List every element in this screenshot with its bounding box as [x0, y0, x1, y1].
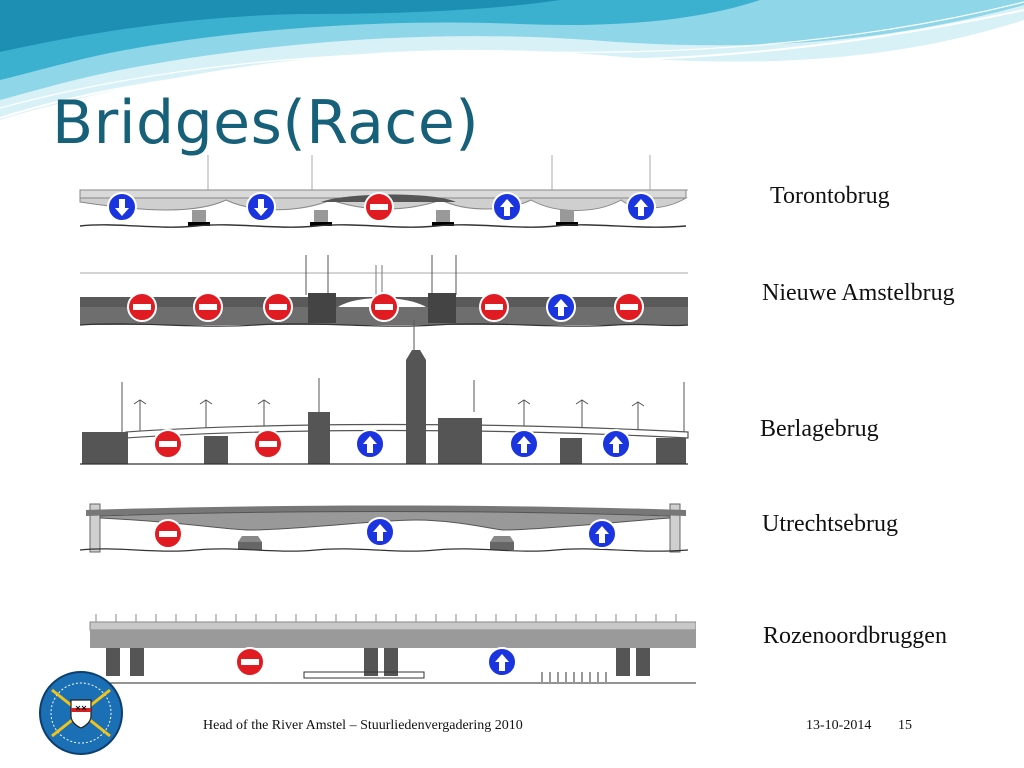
footer-page-number: 15: [898, 718, 912, 733]
sign-no-entry: [263, 292, 293, 322]
sign-down-arrow: [107, 192, 137, 222]
sign-no-entry: [479, 292, 509, 322]
sign-up-arrow: [601, 429, 631, 459]
sign-no-entry: [253, 429, 283, 459]
bridge-diagram-nieuwe-amstelbrug: [79, 255, 689, 327]
sign-up-arrow: [492, 192, 522, 222]
sign-no-entry: [193, 292, 223, 322]
sign-no-entry: [364, 192, 394, 222]
sign-up-arrow: [365, 517, 395, 547]
sign-down-arrow: [246, 192, 276, 222]
bridge-diagram-rozenoordbruggen: [89, 614, 696, 684]
bridge-diagram-berlagebrug: [80, 320, 689, 465]
sign-no-entry: [153, 429, 183, 459]
slide-title: Bridges(Race): [52, 88, 480, 158]
sign-up-arrow: [587, 519, 617, 549]
sign-no-entry: [369, 292, 399, 322]
bridge-label-utrechtsebrug: Utrechtsebrug: [762, 511, 898, 537]
sign-no-entry: [235, 647, 265, 677]
sign-up-arrow: [487, 647, 517, 677]
footer-date: 13-10-2014: [806, 718, 872, 733]
footer-center-text: Head of the River Amstel – Stuurliedenve…: [203, 718, 523, 733]
sign-no-entry: [153, 519, 183, 549]
club-crest-icon: [39, 671, 123, 755]
bridge-label-torontobrug: Torontobrug: [770, 183, 890, 209]
bridge-label-rozenoordbruggen: Rozenoordbruggen: [763, 623, 947, 649]
bridge-diagram-utrechtsebrug: [79, 503, 689, 553]
bridge-label-berlagebrug: Berlagebrug: [760, 416, 879, 442]
sign-up-arrow: [509, 429, 539, 459]
sign-no-entry: [614, 292, 644, 322]
sign-up-arrow: [355, 429, 385, 459]
sign-no-entry: [127, 292, 157, 322]
bridge-diagram-torontobrug: [79, 155, 688, 228]
sign-up-arrow: [626, 192, 656, 222]
bridge-label-nieuwe-amstelbrug: Nieuwe Amstelbrug: [762, 280, 955, 306]
sign-up-arrow: [546, 292, 576, 322]
header-wave: [0, 0, 1024, 120]
